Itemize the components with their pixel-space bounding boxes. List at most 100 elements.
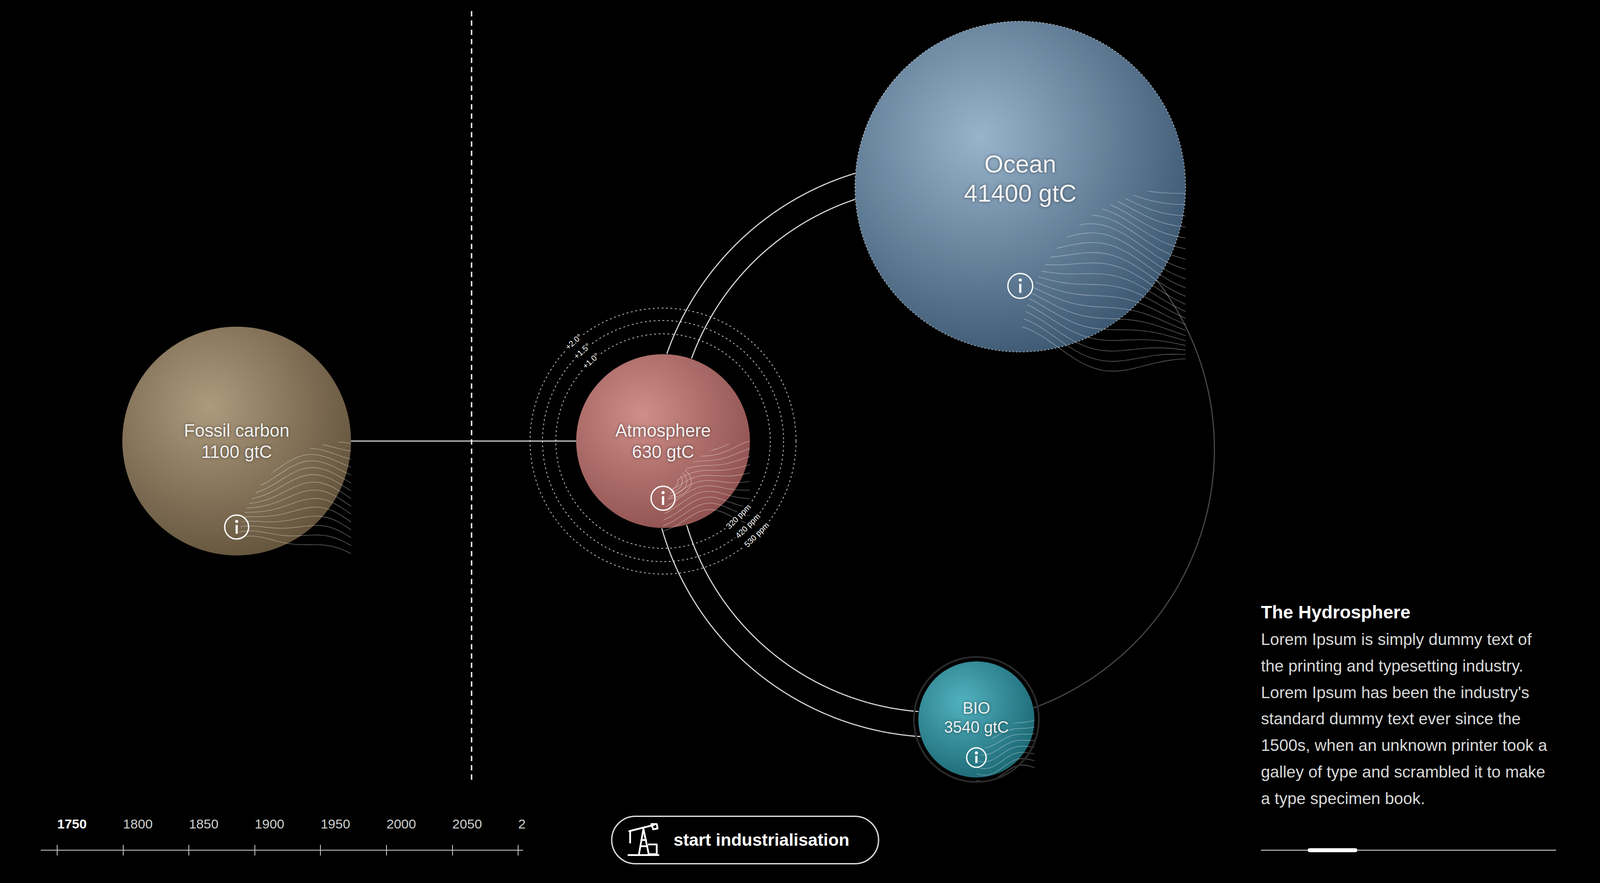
timeline-tick xyxy=(122,844,124,856)
slider-thumb xyxy=(1309,848,1356,853)
year-label: 2 xyxy=(518,816,526,832)
flow-line xyxy=(854,23,1186,71)
bio-circle: BIO3540 gtC xyxy=(918,661,1035,778)
flow-line xyxy=(122,467,352,504)
vortex-line xyxy=(968,210,986,220)
carbon-flow xyxy=(667,173,856,354)
flow-lines xyxy=(854,0,1186,371)
flow-line xyxy=(576,440,750,469)
flow-lines xyxy=(122,315,352,569)
flow-line xyxy=(854,42,1186,88)
vortex-line xyxy=(942,702,955,710)
carbon-flow xyxy=(661,528,921,737)
flow-line xyxy=(854,66,1186,122)
flow-line xyxy=(122,498,352,536)
flow-line xyxy=(854,175,1186,223)
circle-text: Atmosphere630 gtC xyxy=(615,419,711,463)
now-divider xyxy=(471,11,473,783)
flow-line xyxy=(576,390,750,420)
flow-lines xyxy=(576,346,750,535)
vortex-line xyxy=(930,695,966,717)
pump-stroke xyxy=(651,823,658,830)
info-icon xyxy=(650,485,676,512)
flow-line xyxy=(576,491,750,516)
flow-line xyxy=(854,4,1186,51)
vortex-line xyxy=(651,476,670,487)
info-dot xyxy=(1018,278,1023,282)
flow-line xyxy=(854,306,1186,351)
flow-line xyxy=(854,242,1186,293)
flow-line xyxy=(122,437,352,470)
flow-line xyxy=(854,123,1186,180)
flow-line xyxy=(122,460,352,494)
panel-body: Lorem Ipsum is simply dummy text of the … xyxy=(1260,626,1554,812)
year-label: 1900 xyxy=(254,816,285,832)
flow-line xyxy=(854,267,1186,319)
info-ring xyxy=(224,515,249,539)
flow-line xyxy=(122,410,352,443)
temperature-ring xyxy=(542,320,784,562)
vortex-line xyxy=(927,693,969,719)
action-button: start industrialisation xyxy=(611,815,880,865)
year-label: 2050 xyxy=(452,816,483,832)
carbon-amount: 1100 gtC xyxy=(183,440,290,463)
flow-line xyxy=(122,377,352,410)
year-label: 2000 xyxy=(386,816,417,832)
carbon-flow xyxy=(686,524,919,712)
vortex-line xyxy=(247,401,271,415)
circle-text: Fossil carbon1100 gtC xyxy=(183,419,290,463)
temperature-ring xyxy=(555,333,771,549)
vortex-line xyxy=(241,398,277,419)
flow-line xyxy=(576,378,750,408)
flow-line xyxy=(122,326,352,365)
circle-text: BIO3540 gtC xyxy=(944,698,1009,737)
vortex-line xyxy=(638,468,683,495)
flow-line xyxy=(122,360,352,393)
vortex-line xyxy=(230,390,289,426)
circle-fill xyxy=(122,326,352,556)
flow-line xyxy=(854,95,1186,142)
flow-line xyxy=(122,315,352,351)
flow-line xyxy=(854,252,1186,300)
carbon-amount: 630 gtC xyxy=(615,440,711,463)
flow-line xyxy=(122,490,352,529)
pump-stroke xyxy=(648,844,657,855)
timeline-tick xyxy=(254,844,256,856)
flow-line xyxy=(854,13,1186,61)
pump-stroke xyxy=(641,839,647,841)
info-icon xyxy=(965,746,988,769)
flow-line xyxy=(576,509,750,535)
vortex-line xyxy=(936,698,960,713)
vortex-line xyxy=(939,700,957,712)
carbon-flow xyxy=(691,199,856,359)
flow-line xyxy=(854,206,1186,262)
flow-line xyxy=(122,474,352,512)
flow-line xyxy=(122,320,352,358)
vortex-line xyxy=(960,204,994,225)
timeline-tick xyxy=(56,844,58,856)
flow-line xyxy=(854,272,1186,325)
flow-line xyxy=(854,132,1186,188)
vortex-line xyxy=(655,478,665,484)
reservoir-name: BIO xyxy=(944,698,1009,718)
flow-line xyxy=(918,684,1035,701)
pump-stroke xyxy=(629,831,632,843)
info-stem xyxy=(975,756,978,764)
flow-line xyxy=(576,419,750,445)
info-ring xyxy=(966,747,987,768)
flow-line xyxy=(854,101,1186,153)
timeline-tick xyxy=(386,844,387,856)
circle-text: Ocean41400 gtC xyxy=(963,149,1077,208)
carbon-amount: 3540 gtC xyxy=(944,717,1009,737)
flow-line xyxy=(122,515,352,551)
info-dot xyxy=(661,491,665,495)
flow-line xyxy=(854,54,1186,110)
info-ring xyxy=(651,486,676,511)
timeline-tick xyxy=(188,844,190,856)
flow-line xyxy=(576,355,750,379)
info-stem xyxy=(662,496,665,506)
flow-line xyxy=(122,353,352,388)
flow-line xyxy=(854,214,1186,271)
oil-pump-icon xyxy=(625,822,662,858)
